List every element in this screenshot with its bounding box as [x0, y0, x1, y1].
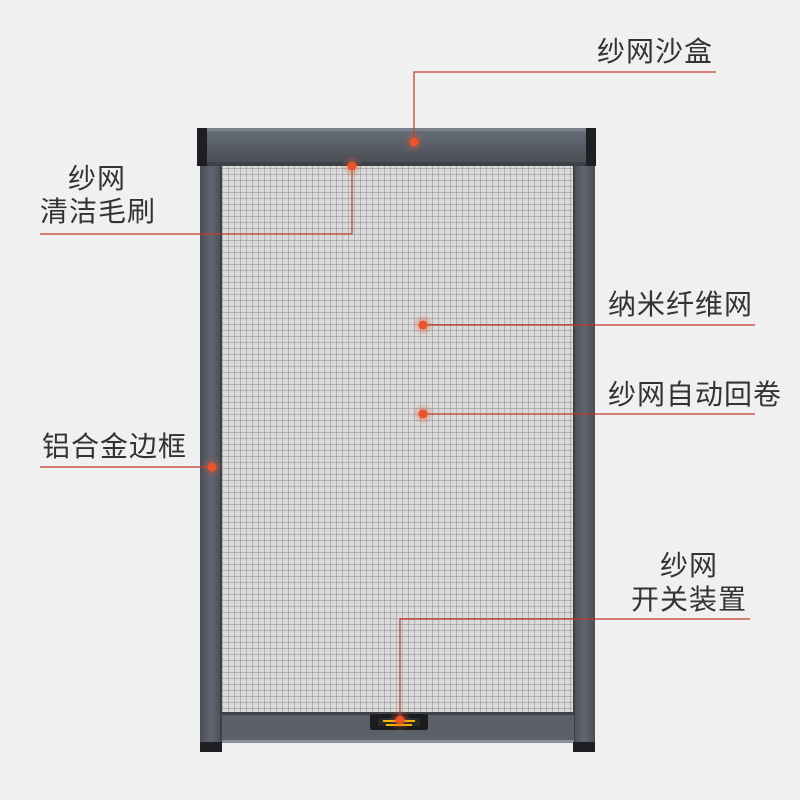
marker-nano-mesh — [412, 314, 434, 336]
label-frame: 铝合金边框 — [42, 430, 188, 463]
marker-switch — [389, 709, 411, 731]
marker-frame — [201, 456, 223, 478]
label-nano-mesh: 纳米纤维网 — [608, 288, 754, 321]
label-brush-line2: 清洁毛刷 — [40, 195, 157, 228]
label-screen-box: 纱网沙盒 — [597, 35, 714, 68]
mesh-panel — [222, 165, 574, 715]
label-auto-rewind: 纱网自动回卷 — [608, 378, 783, 411]
frame-right — [573, 162, 595, 752]
leader-lines — [40, 71, 755, 720]
label-brush-line1: 纱网 — [68, 162, 127, 195]
marker-auto-rewind — [412, 403, 434, 425]
screen-cassette-box — [200, 128, 595, 166]
marker-brush — [341, 155, 363, 177]
marker-screen-box — [403, 131, 425, 153]
label-switch-line1: 纱网 — [660, 549, 719, 582]
label-switch-line2: 开关装置 — [631, 583, 748, 616]
